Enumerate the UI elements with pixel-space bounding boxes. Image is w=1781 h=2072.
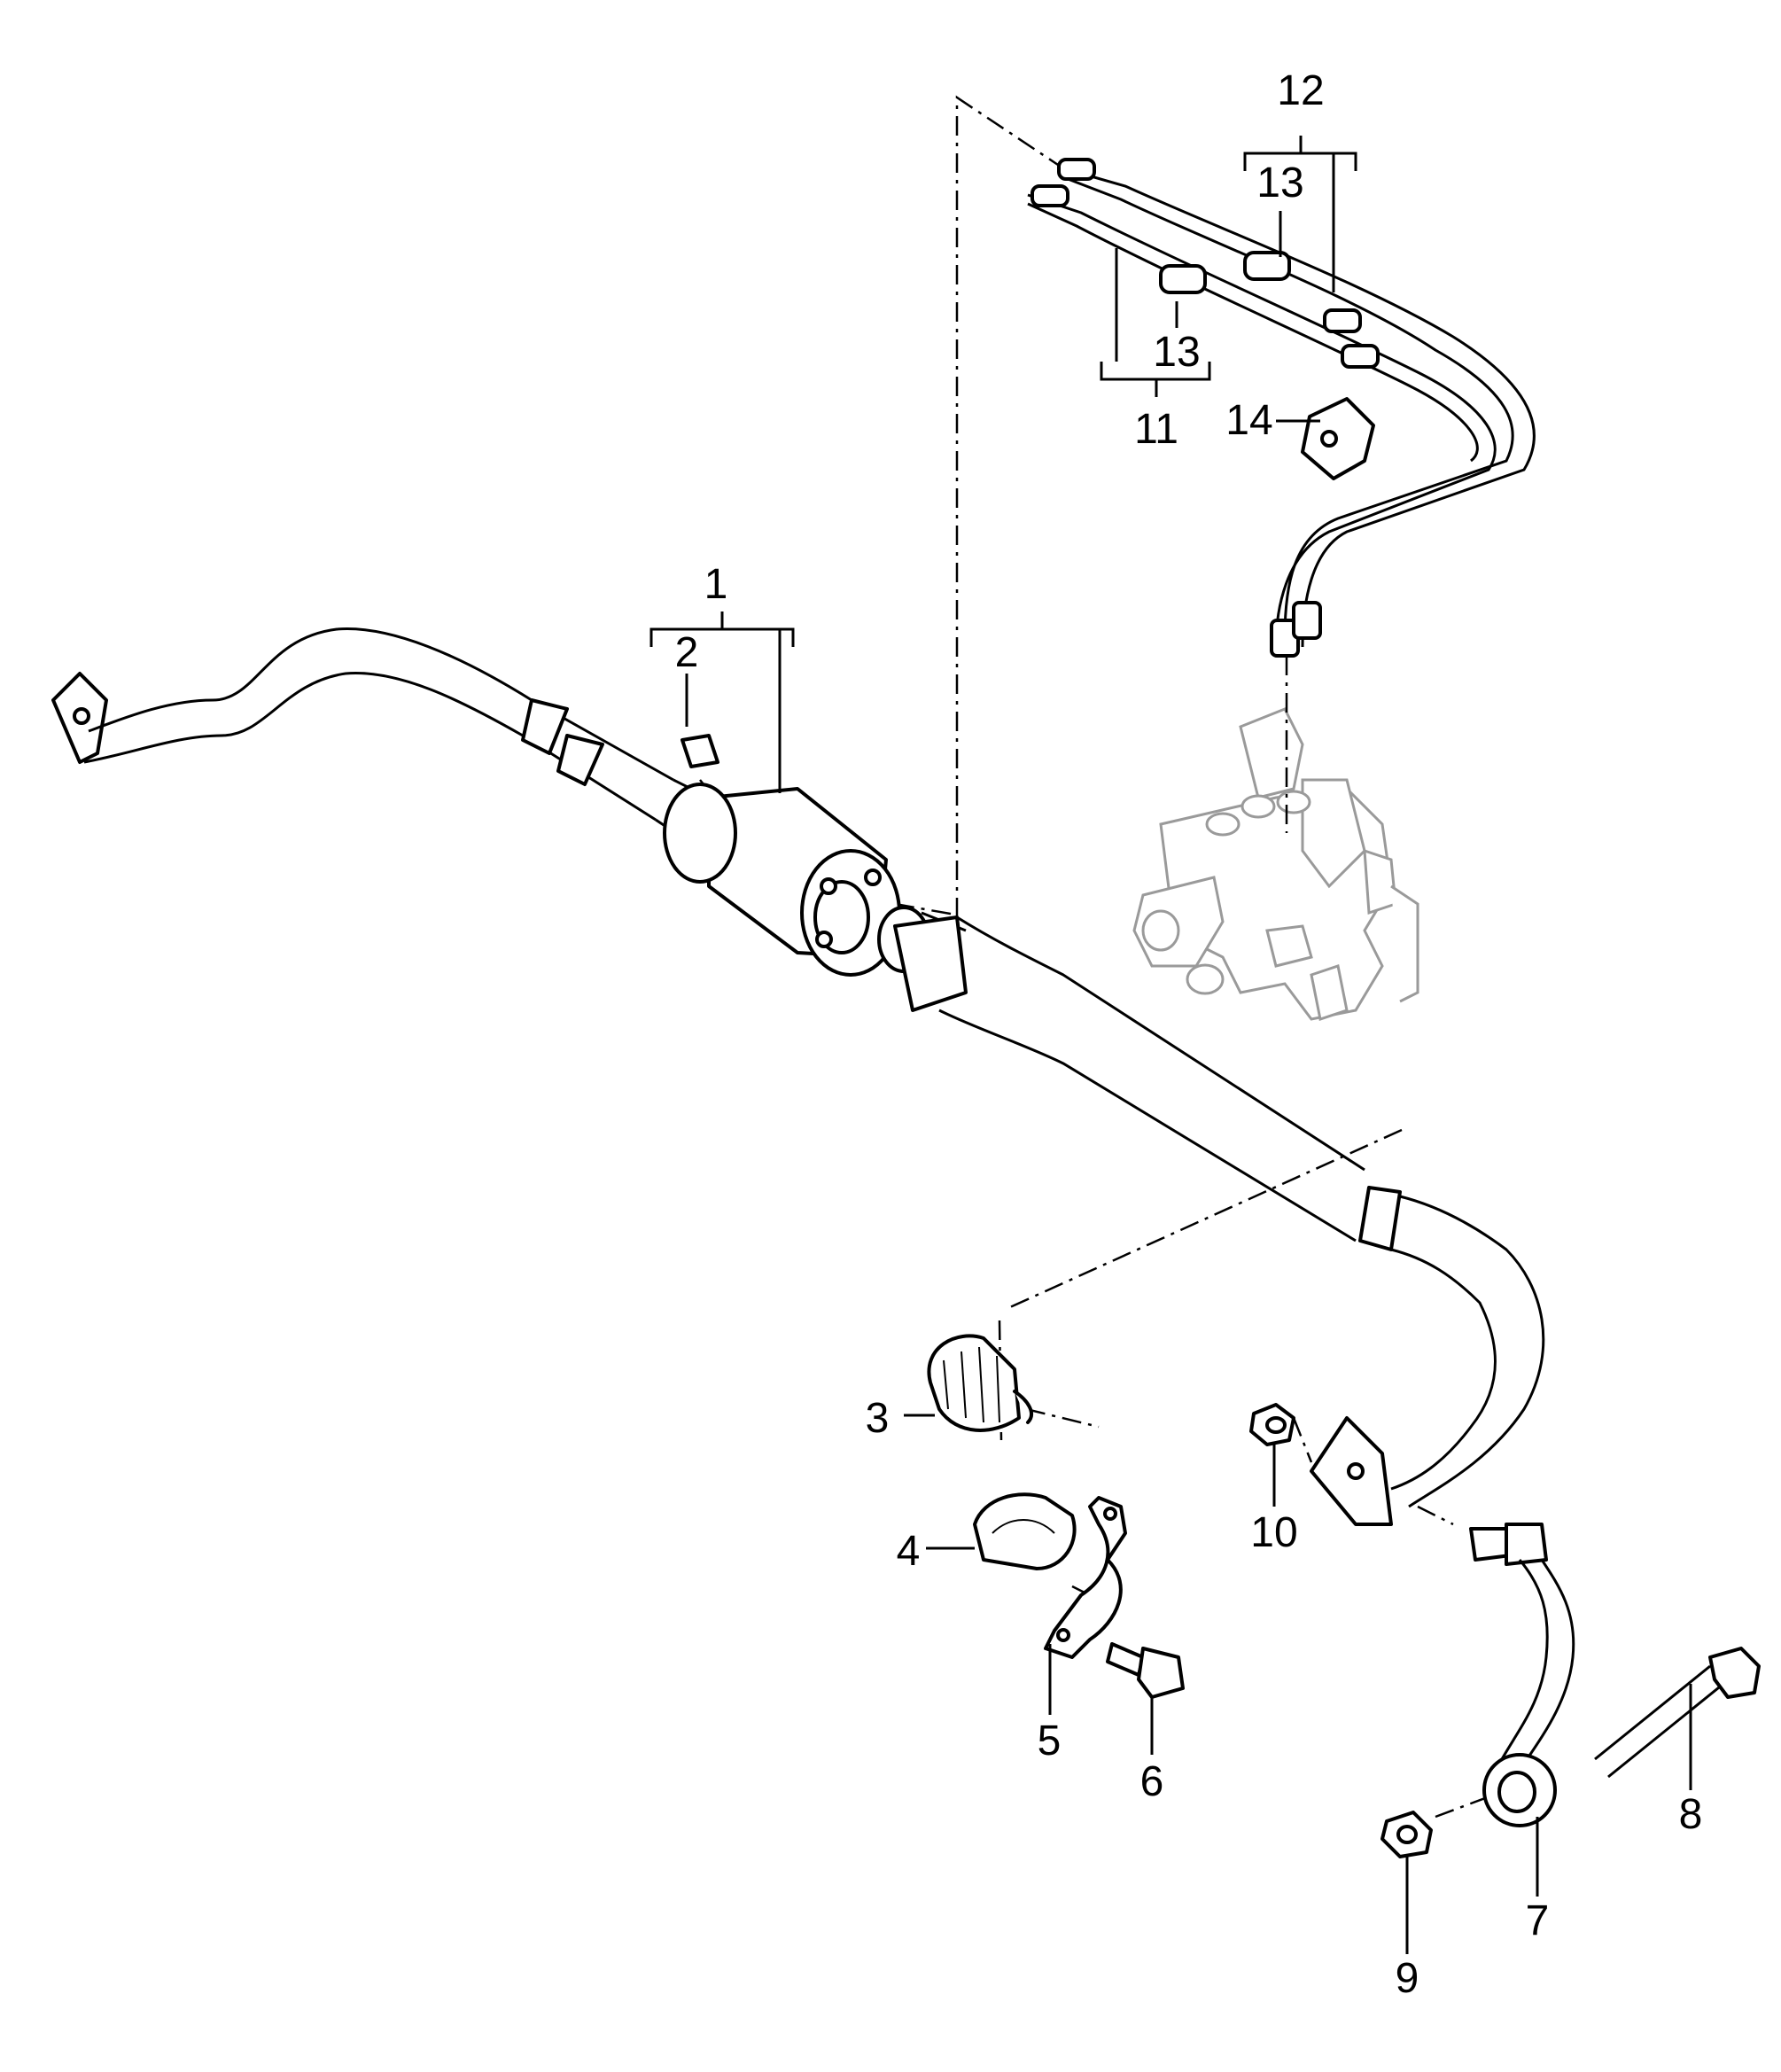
coupling-rod-7 xyxy=(1469,1523,1575,1827)
callout-2: 2 xyxy=(675,629,699,676)
callout-1: 1 xyxy=(704,561,728,608)
callout-14: 14 xyxy=(1225,397,1272,444)
axle-housing-assembly xyxy=(1132,707,1419,1021)
clip-14-hole xyxy=(1320,430,1338,448)
bushing-4 xyxy=(973,1492,1077,1570)
callout-13-lower: 13 xyxy=(1153,329,1200,376)
callout-labels: 1 2 3 4 5 6 7 8 9 10 11 12 13 13 14 xyxy=(675,67,1703,2002)
stabilizer-bar xyxy=(51,627,1545,1526)
hydraulic-lines xyxy=(1027,158,1536,658)
nut-10 xyxy=(1249,1403,1295,1446)
clamp-bracket-5 xyxy=(1044,1496,1127,1659)
assembly-guide-lines xyxy=(699,95,1507,1819)
bolt-8 xyxy=(1594,1647,1761,1779)
clamp-hole-top xyxy=(1103,1507,1117,1521)
leader-lines xyxy=(649,136,1692,1954)
callout-7: 7 xyxy=(1526,1897,1550,1944)
bushing-3 xyxy=(927,1334,1033,1432)
bolt-6 xyxy=(1106,1642,1185,1699)
callout-10: 10 xyxy=(1250,1509,1297,1556)
callout-11: 11 xyxy=(1134,406,1178,453)
callout-13-upper: 13 xyxy=(1256,160,1303,206)
callout-12: 12 xyxy=(1277,67,1324,114)
callout-4: 4 xyxy=(897,1528,921,1575)
bleed-screw-2 xyxy=(681,734,719,768)
callout-8: 8 xyxy=(1679,1791,1703,1838)
callout-6: 6 xyxy=(1140,1758,1164,1805)
callout-3: 3 xyxy=(866,1395,890,1442)
callout-5: 5 xyxy=(1038,1718,1062,1764)
clamp-hole-bottom xyxy=(1056,1628,1070,1642)
callout-9: 9 xyxy=(1396,1955,1419,2002)
nut-9 xyxy=(1380,1811,1433,1858)
